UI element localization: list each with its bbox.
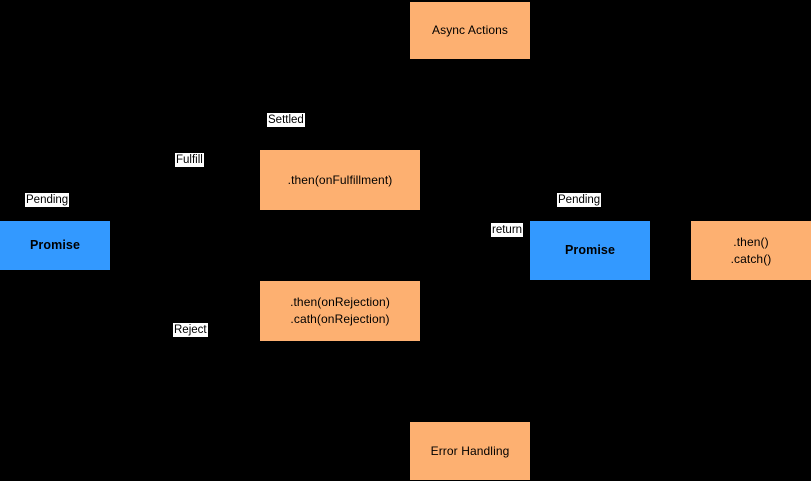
node-error-handling[interactable]: Error Handling [410,422,530,480]
node-promise-left[interactable]: Promise [0,221,110,270]
edge-label-reject: Reject [173,323,208,337]
node-promise-left-label: Promise [29,238,81,252]
node-async-actions-label: Async Actions [431,23,508,37]
edge-label-return: return [491,223,524,237]
node-then-catch-line-1: .then() [733,234,769,249]
node-async-actions[interactable]: Async Actions [410,2,530,59]
node-promise-right[interactable]: Promise [530,221,650,280]
edge-label-pending-right: Pending [557,193,602,207]
node-then-on-rejection-line-1: .then(onRejection) [290,295,390,309]
edge-promise-left-to-fulfill [109,179,261,237]
node-then-on-fulfillment-label: .then(onFulfillment) [287,172,393,187]
node-then-catch[interactable]: .then() .catch() [691,221,811,280]
edge-label-settled: Settled [267,113,305,127]
node-then-on-fulfillment[interactable]: .then(onFulfillment) [260,150,420,210]
edge-label-fulfill: Fulfill [175,153,204,167]
edge-promise-left-to-reject [109,254,261,312]
node-error-handling-label: Error Handling [430,443,510,458]
node-then-catch-on-rejection[interactable]: .then(onRejection) .cath(onRejection) [260,281,420,341]
node-then-on-rejection-line-2: .cath(onRejection) [290,312,390,326]
edge-label-pending-left: Pending [25,193,70,207]
node-then-catch-line-2: .catch() [730,251,772,266]
edge-reject-to-error-handling [339,341,410,452]
node-promise-right-label: Promise [564,243,616,257]
edge-reject-to-promise-right [419,261,531,312]
